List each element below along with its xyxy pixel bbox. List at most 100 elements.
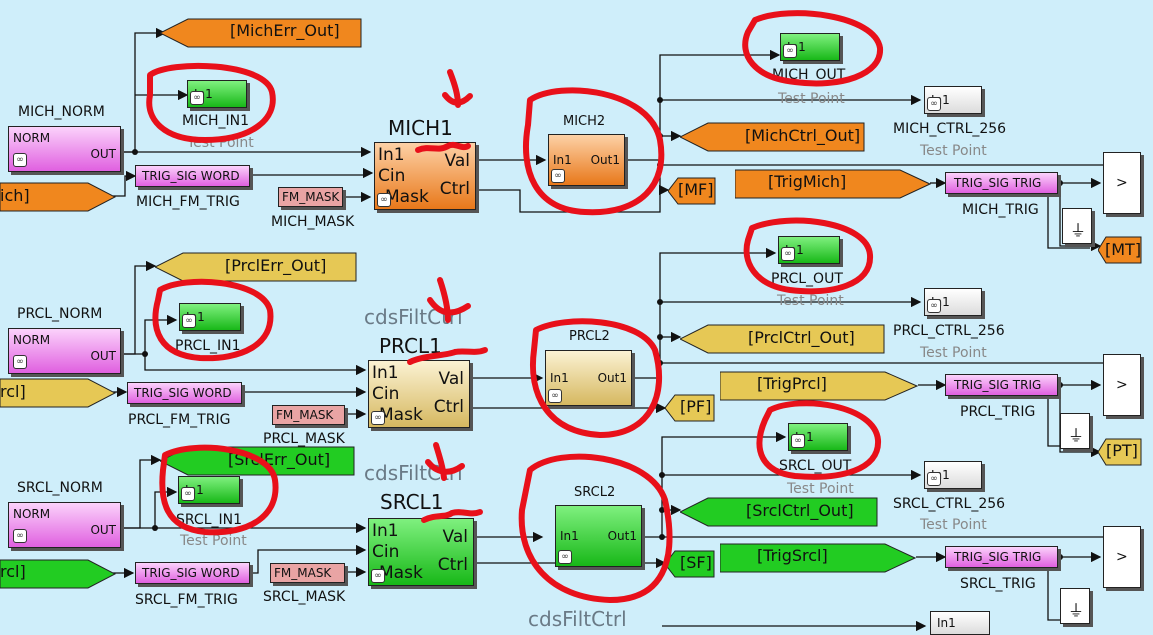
mich-mask-block[interactable]: FM_MASK bbox=[278, 187, 343, 207]
annotation-circle-srcl2 bbox=[518, 453, 673, 603]
prcl-f-goto-tag[interactable] bbox=[665, 394, 715, 422]
prcl2-out-port: Out1 bbox=[597, 371, 627, 385]
library-link-icon: ∞ bbox=[783, 44, 797, 58]
annotation-circle-prcl2 bbox=[530, 318, 662, 438]
srcl-switch-block[interactable]: > bbox=[1103, 526, 1141, 588]
mich-in1-testpoint[interactable]: In1 ∞ bbox=[187, 80, 247, 108]
library-link-icon: ∞ bbox=[13, 529, 27, 543]
srcl-filter-block[interactable]: In1 Cin Mask Val Ctrl ∞ bbox=[368, 518, 474, 586]
library-link-icon: ∞ bbox=[927, 97, 941, 111]
prcl-norm-block[interactable]: NORM OUT ∞ bbox=[8, 328, 121, 374]
prcl-sub-title: PRCL2 bbox=[569, 329, 610, 344]
prcl-ctrl256-label: PRCL_CTRL_256 bbox=[893, 323, 1005, 339]
annotation-circle-mich-out bbox=[742, 10, 883, 87]
mich-filt-ctrl: Ctrl bbox=[439, 179, 470, 199]
ground-icon: ⏚ bbox=[1068, 601, 1085, 620]
prcl-trigsig-label: PRCL_TRIG bbox=[960, 404, 1036, 420]
mich-f-goto-tag[interactable] bbox=[668, 177, 716, 205]
prcl-mask-block[interactable]: FM_MASK bbox=[272, 405, 345, 425]
srcl-f-tag-label: [SF] bbox=[680, 553, 712, 572]
mich-ctrl-goto-tag[interactable] bbox=[680, 122, 865, 152]
library-link-icon: ∞ bbox=[190, 91, 204, 105]
annotation-circle-mich-in1 bbox=[146, 62, 276, 143]
srcl-fm-trig-inner: TRIG_SIG WORD bbox=[142, 566, 240, 580]
prcl2-subsystem[interactable]: In1 Out1 ∞ bbox=[545, 350, 632, 406]
prcl-fm-trig-block[interactable]: TRIG_SIG WORD bbox=[127, 382, 242, 404]
srcl-in1-testpoint[interactable]: In1 ∞ bbox=[178, 476, 240, 504]
mich-filter-block[interactable]: In1 Cin Mask Val Ctrl ∞ bbox=[374, 142, 476, 210]
srcl-filt-cin: Cin bbox=[372, 542, 400, 562]
mich-out-testpoint[interactable]: In1 ∞ bbox=[780, 33, 840, 61]
library-link-icon: ∞ bbox=[551, 169, 565, 183]
mich-ctrl-tag-label: [MichCtrl_Out] bbox=[745, 126, 861, 145]
srcl-norm-out-port: OUT bbox=[90, 523, 116, 537]
prcl-from-tag[interactable] bbox=[0, 378, 116, 408]
srcl2-in-port: In1 bbox=[560, 529, 579, 543]
prcl-ctrl256-testpoint-label: Test Point bbox=[920, 345, 987, 361]
annotation-mark-prcl bbox=[407, 347, 488, 365]
srcl-trig-from-tag[interactable] bbox=[720, 543, 916, 573]
srcl-in1-label: SRCL_IN1 bbox=[176, 512, 243, 528]
ground-block[interactable]: ⏚ bbox=[1060, 588, 1090, 624]
srcl-f-goto-tag[interactable] bbox=[665, 550, 715, 578]
switch-icon: > bbox=[1116, 175, 1128, 191]
mich-err-goto-tag[interactable] bbox=[160, 18, 362, 48]
mich-switch-block[interactable]: > bbox=[1103, 152, 1141, 214]
ground-block[interactable]: ⏚ bbox=[1062, 208, 1092, 244]
mich2-subsystem[interactable]: In1 Out1 ∞ bbox=[548, 134, 625, 186]
srcl-from-tag[interactable] bbox=[0, 559, 116, 589]
mich-trigsig-block[interactable]: TRIG_SIG TRIG bbox=[945, 172, 1058, 194]
srcl-filt-mask: Mask bbox=[379, 563, 423, 583]
prcl-switch-block[interactable]: > bbox=[1103, 354, 1141, 416]
prcl-trigsig-block[interactable]: TRIG_SIG TRIG bbox=[945, 374, 1058, 396]
srcl-sub-title: SRCL2 bbox=[574, 485, 616, 500]
prcl-filt-mask: Mask bbox=[379, 405, 423, 425]
library-link-icon: ∞ bbox=[371, 411, 385, 425]
mich-sub-title: MICH2 bbox=[563, 114, 606, 129]
mich-fm-trig-block[interactable]: TRIG_SIG WORD bbox=[135, 165, 250, 187]
prcl-trig-from-tag[interactable] bbox=[720, 371, 918, 401]
ground-icon: ⏚ bbox=[1070, 221, 1087, 240]
prcl-norm-out-port: OUT bbox=[90, 349, 116, 363]
srcl-ctrl-goto-tag[interactable] bbox=[680, 497, 878, 527]
srcl-out-testpoint[interactable]: In1 ∞ bbox=[788, 423, 848, 451]
srcl-trigsig-block[interactable]: TRIG_SIG TRIG bbox=[945, 546, 1058, 568]
annotation-mark-mich bbox=[415, 141, 471, 153]
mich-from-tag[interactable] bbox=[0, 182, 116, 212]
prcl-fm-trig-inner: TRIG_SIG WORD bbox=[134, 386, 232, 400]
library-link-icon: ∞ bbox=[13, 153, 27, 167]
prcl-filter-block[interactable]: In1 Cin Mask Val Ctrl ∞ bbox=[368, 360, 470, 428]
mich-out-testpoint-label: Test Point bbox=[778, 91, 845, 107]
mich-filt-title: MICH1 bbox=[388, 116, 453, 140]
ground-block[interactable]: ⏚ bbox=[1060, 413, 1090, 449]
annotation-circle-mich2 bbox=[522, 87, 665, 216]
srcl-fm-trig-block[interactable]: TRIG_SIG WORD bbox=[135, 562, 250, 584]
srcl-norm-block[interactable]: NORM OUT ∞ bbox=[8, 502, 121, 548]
mich-t-goto-tag[interactable] bbox=[1098, 236, 1142, 264]
mich-mask-label: MICH_MASK bbox=[271, 214, 355, 230]
annotation-arrow-mich bbox=[442, 69, 473, 108]
srcl-from-tag-label: rcl] bbox=[0, 562, 26, 581]
library-link-icon: ∞ bbox=[927, 472, 941, 486]
library-link-icon: ∞ bbox=[377, 193, 391, 207]
prcl-ctrl-goto-tag[interactable] bbox=[680, 324, 885, 354]
srcl-out-label: SRCL_OUT bbox=[779, 458, 852, 474]
prcl-filt-ctrl: Ctrl bbox=[433, 397, 464, 417]
switch-icon: > bbox=[1116, 549, 1128, 565]
prcl-out-testpoint[interactable]: In1 ∞ bbox=[778, 236, 840, 264]
srcl-ctrl256-block[interactable]: In1 ∞ bbox=[924, 461, 982, 489]
mich-fm-trig-label: MICH_FM_TRIG bbox=[136, 194, 240, 210]
mich-trig-from-tag[interactable] bbox=[735, 169, 931, 199]
srcl2-subsystem[interactable]: In1 Out1 ∞ bbox=[555, 505, 642, 567]
prcl-err-goto-tag[interactable] bbox=[155, 252, 357, 282]
prcl-ctrl256-block[interactable]: In1 ∞ bbox=[924, 288, 982, 316]
prcl-t-goto-tag[interactable] bbox=[1098, 438, 1142, 466]
prcl-in1-testpoint[interactable]: In1 ∞ bbox=[179, 303, 241, 331]
srcl-mask-block[interactable]: FM_MASK bbox=[270, 563, 345, 583]
srcl-ctrl256-testpoint-label: Test Point bbox=[920, 517, 987, 533]
srcl-norm-in-port: NORM bbox=[13, 507, 51, 521]
mich-ctrl256-block[interactable]: In1 ∞ bbox=[924, 86, 982, 114]
mich-norm-block[interactable]: NORM OUT ∞ bbox=[8, 126, 121, 172]
